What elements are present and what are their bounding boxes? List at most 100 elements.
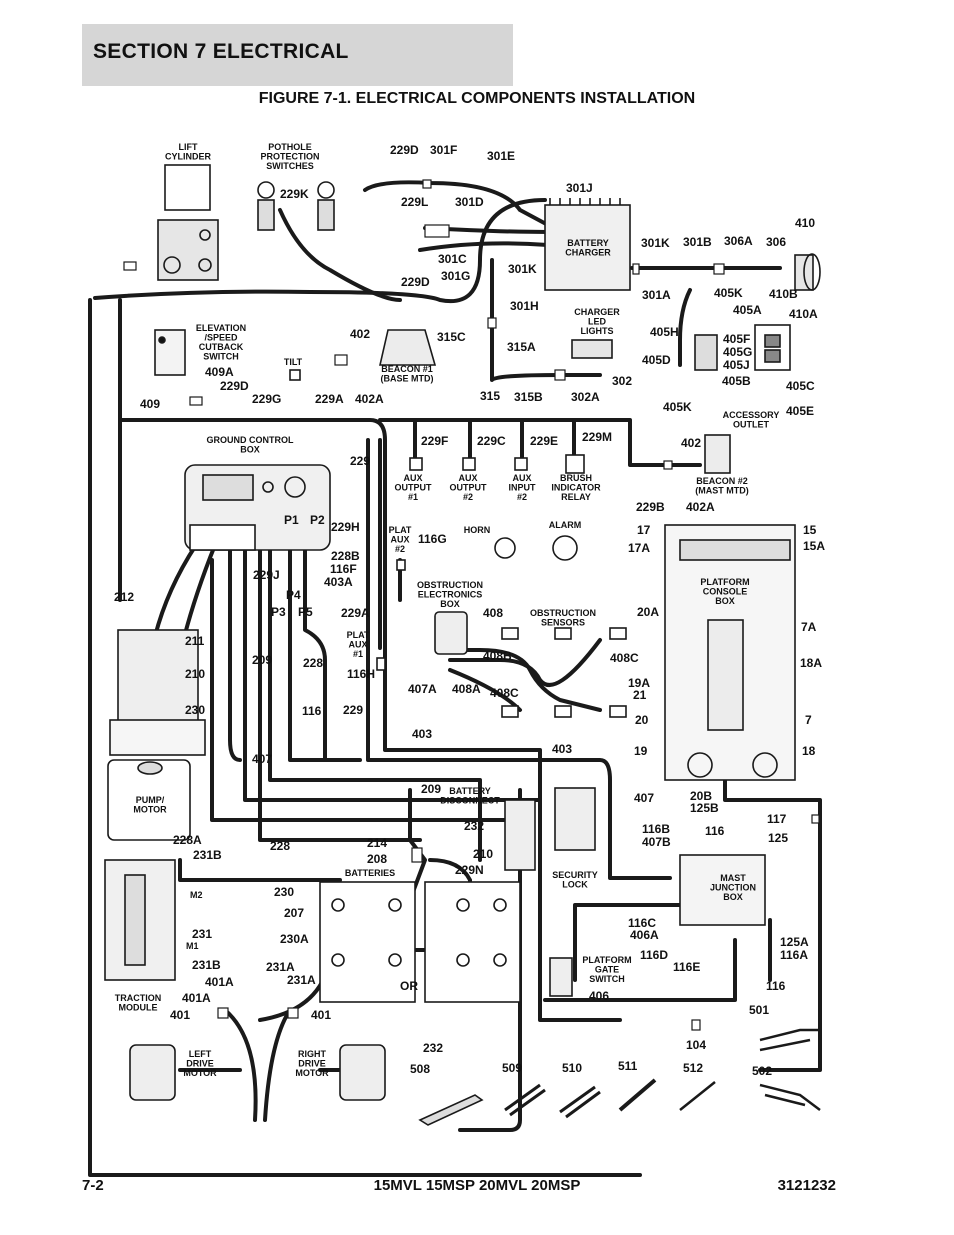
callout-301c: 301C bbox=[438, 252, 467, 266]
callout-402: 402 bbox=[681, 436, 701, 450]
callout-405b: 405B bbox=[722, 374, 751, 388]
callout-401: 401 bbox=[170, 1008, 190, 1022]
callout-402a: 402A bbox=[355, 392, 384, 406]
callout-302: 302 bbox=[612, 374, 632, 388]
callout-209: 209 bbox=[252, 653, 272, 667]
callout-410b: 410B bbox=[769, 287, 798, 301]
callout-403: 403 bbox=[552, 742, 572, 756]
callout-104: 104 bbox=[686, 1038, 706, 1052]
model-list: 15MVL 15MSP 20MVL 20MSP bbox=[373, 1177, 581, 1194]
callout-405c: 405C bbox=[786, 379, 815, 393]
callout-301g: 301G bbox=[441, 269, 470, 283]
callout-410: 410 bbox=[795, 216, 815, 230]
callout-509: 509 bbox=[502, 1061, 522, 1075]
callout-229f: 229F bbox=[421, 434, 448, 448]
callout-230: 230 bbox=[185, 703, 205, 717]
callout-209: 209 bbox=[421, 782, 441, 796]
callout-207: 207 bbox=[284, 906, 304, 920]
callout-208: 208 bbox=[367, 852, 387, 866]
callout-228: 228 bbox=[303, 656, 323, 670]
callout-214: 214 bbox=[367, 836, 387, 850]
callout-116b: 116B bbox=[642, 822, 670, 836]
callout-7a: 7A bbox=[801, 620, 817, 634]
callout-508: 508 bbox=[410, 1062, 430, 1076]
callout-210: 210 bbox=[473, 847, 493, 861]
callout-409a: 409A bbox=[205, 365, 234, 379]
callout-402a: 402A bbox=[686, 500, 715, 514]
callout-301e: 301E bbox=[487, 149, 515, 163]
callout-231a: 231A bbox=[266, 960, 295, 974]
callout-405a: 405A bbox=[733, 303, 762, 317]
callout-229: 229 bbox=[350, 454, 370, 468]
callout-315b: 315B bbox=[514, 390, 543, 404]
callout-512: 512 bbox=[683, 1061, 703, 1075]
callout-511: 511 bbox=[618, 1059, 638, 1073]
section-header-bar bbox=[82, 24, 513, 86]
callout-211: 211 bbox=[185, 634, 205, 648]
callout-17a: 17A bbox=[628, 541, 650, 555]
m2-label: M2 bbox=[190, 890, 203, 900]
callout-228a: 228A bbox=[173, 833, 202, 847]
callout-229m: 229M bbox=[582, 430, 612, 444]
horn-label: HORN bbox=[464, 525, 491, 535]
m1-label: M1 bbox=[186, 941, 199, 951]
component-shapes bbox=[104, 164, 821, 1126]
callout-408a: 408A bbox=[452, 682, 481, 696]
callout-230a: 230A bbox=[280, 932, 309, 946]
callout-403a: 403A bbox=[324, 575, 353, 589]
callout-231b: 231B bbox=[192, 958, 221, 972]
callout-p4: P4 bbox=[286, 588, 301, 602]
callout-407b: 407B bbox=[642, 835, 671, 849]
or-label: OR bbox=[400, 979, 418, 993]
callout-116c: 116C bbox=[628, 916, 656, 930]
callout-301h: 301H bbox=[510, 299, 539, 313]
callout-402: 402 bbox=[350, 327, 370, 341]
callout-20b: 20B bbox=[690, 789, 712, 803]
section-title: SECTION 7 ELECTRICAL bbox=[93, 40, 349, 63]
callout-408c: 408C bbox=[490, 686, 519, 700]
callout-407: 407 bbox=[252, 752, 272, 766]
callout-7: 7 bbox=[805, 713, 812, 727]
callout-301j: 301J bbox=[566, 181, 593, 195]
callout-405f: 405F bbox=[723, 332, 750, 346]
callout-116d: 116D bbox=[640, 948, 668, 962]
callout-229a: 229A bbox=[341, 606, 370, 620]
callout-229g: 229G bbox=[252, 392, 281, 406]
callout-406a: 406A bbox=[630, 928, 659, 942]
callout-510: 510 bbox=[562, 1061, 582, 1075]
callout-19: 19 bbox=[634, 744, 648, 758]
callout-116f: 116F bbox=[330, 562, 357, 576]
document-number: 3121232 bbox=[777, 1177, 836, 1194]
callout-306a: 306A bbox=[724, 234, 753, 248]
callout-405e: 405E bbox=[786, 404, 814, 418]
callout-229d: 229D bbox=[401, 275, 430, 289]
callout-116e: 116E bbox=[673, 960, 700, 974]
callout-231: 231 bbox=[192, 927, 212, 941]
callout-315: 315 bbox=[480, 389, 500, 403]
callout-407: 407 bbox=[634, 791, 654, 805]
callout-301k: 301K bbox=[641, 236, 670, 250]
callout-301f: 301F bbox=[430, 143, 457, 157]
callout-401: 401 bbox=[311, 1008, 331, 1022]
callout-210: 210 bbox=[185, 667, 205, 681]
alarm-label: ALARM bbox=[549, 520, 582, 530]
callout-228b: 228B bbox=[331, 549, 360, 563]
callout-116: 116 bbox=[302, 704, 322, 718]
callout-407a: 407A bbox=[408, 682, 437, 696]
callout-116: 116 bbox=[766, 979, 786, 993]
